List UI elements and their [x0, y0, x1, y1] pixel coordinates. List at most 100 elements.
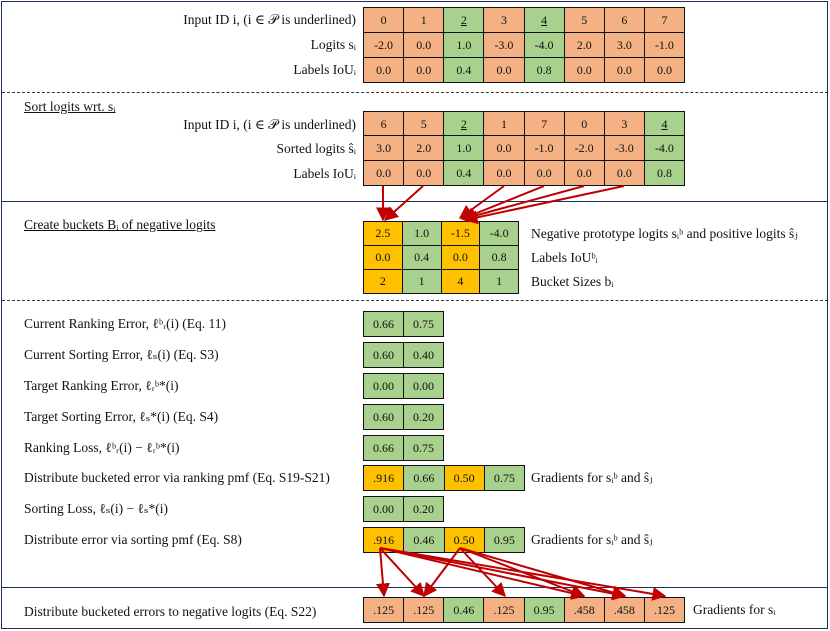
cell: 0.0: [404, 33, 445, 57]
cell-value: 0: [380, 12, 387, 27]
cell-value: .125: [373, 602, 395, 617]
cell: 0.50: [444, 466, 485, 490]
cell: 0.8: [480, 246, 519, 269]
cell: 4: [644, 112, 685, 136]
cell-value: 2: [460, 12, 467, 27]
cell-value: 0.75: [413, 316, 434, 331]
cell-value: 0.50: [453, 470, 475, 485]
cell-value: 0.0: [416, 165, 432, 180]
cell: 6: [364, 112, 405, 136]
loss-row-label: Current Sorting Error, ℓₛ(i) (Eq. S3): [24, 347, 219, 362]
cell-value: 0.0: [496, 62, 512, 77]
cell: 1.0: [444, 33, 485, 57]
loss-row-label: Current Ranking Error, ℓᵇᵣ(i) (Eq. 11): [24, 316, 227, 331]
divider: [2, 300, 828, 301]
cell-value: 3: [500, 12, 507, 27]
cell: 0.8: [644, 161, 685, 185]
cell: .125: [644, 598, 685, 622]
cell-value: 2: [460, 116, 467, 131]
cell: 5: [564, 8, 605, 32]
cell: 6: [604, 8, 645, 32]
cell-value: 3.0: [616, 37, 632, 52]
cell: 7: [644, 8, 685, 32]
cell-value: 0.0: [416, 37, 432, 52]
cell-value: 0.20: [413, 409, 434, 424]
cell-value: 4: [457, 274, 464, 288]
cell-value: 1.0: [456, 140, 472, 155]
cell: 0.0: [364, 58, 405, 82]
cell: 1: [404, 8, 445, 32]
cell: 0.95: [524, 598, 565, 622]
cell-value: 0.4: [456, 165, 472, 180]
cell-value: 1.0: [414, 226, 430, 240]
distribute-negative-label: Distribute bucketed errors to negative l…: [24, 604, 317, 619]
cell: 0.66: [404, 466, 445, 490]
buckets-heading: Create buckets Bᵢ of negative logits: [24, 217, 216, 232]
sorted-logits-label: Sorted logits ŝᵢ: [276, 141, 356, 156]
prototype-logits-label: Negative prototype logits sᵢᵇ and positi…: [531, 226, 798, 241]
cell: 0.0: [604, 161, 645, 185]
cell: -4.0: [480, 222, 519, 245]
cell: 0.66: [364, 312, 404, 336]
cell: 0.00: [364, 497, 404, 521]
cell-value: .458: [573, 602, 595, 617]
cell: 0.20: [404, 497, 444, 521]
cell: 1: [484, 112, 525, 136]
cell: 1.0: [402, 222, 442, 245]
cell: 3: [484, 8, 525, 32]
cell-value: 5: [581, 12, 588, 27]
cell-value: .125: [653, 602, 675, 617]
cell: -2.0: [364, 33, 405, 57]
cell-value: 2.0: [576, 37, 592, 52]
cell: 2.5: [364, 222, 403, 245]
bucket-sizes-label: Bucket Sizes bᵢ: [531, 274, 614, 289]
cell-value: 0.8: [656, 165, 672, 180]
cell-value: 0.0: [656, 62, 672, 77]
flow-arrow: [460, 185, 545, 221]
cell-value: .916: [373, 532, 395, 547]
loss-row-label: Target Sorting Error, ℓₛ*(i) (Eq. S4): [24, 409, 219, 424]
cell-value: -2.0: [374, 37, 394, 52]
cell: 1.0: [444, 136, 485, 160]
loss-row-values: 0.66 0.75: [363, 311, 444, 337]
cell: 3: [604, 112, 645, 136]
cell: 2: [444, 8, 485, 32]
flow-arrow: [461, 185, 585, 223]
cell: 0.50: [444, 528, 485, 552]
cell: 0.0: [404, 161, 445, 185]
cell-value: 1: [496, 274, 503, 288]
cell-value: 0.66: [373, 316, 394, 331]
divider: [2, 92, 828, 93]
cell-value: .125: [493, 602, 515, 617]
cell: -4.0: [524, 33, 565, 57]
cell-value: 0.95: [533, 602, 555, 617]
cell: 2: [444, 112, 485, 136]
logits-label: Logits sᵢ: [310, 37, 356, 52]
labels-iou-label: Labels IoUᵢ: [293, 62, 356, 77]
cell-value: 0.0: [496, 140, 512, 155]
cell-value: 0.0: [616, 62, 632, 77]
cell: 2: [364, 270, 403, 293]
sorted-labels-label: Labels IoUᵢ: [293, 166, 356, 181]
flow-arrow: [423, 547, 461, 598]
cell-value: -3.0: [614, 140, 634, 155]
cell: 0: [364, 8, 405, 32]
cell-value: 0.0: [576, 62, 592, 77]
cell: 0.75: [484, 466, 525, 490]
cell-value: 0.46: [413, 532, 435, 547]
cell: 0.0: [644, 58, 685, 82]
cell: 0.60: [364, 405, 404, 429]
flow-arrow: [379, 547, 667, 601]
cell-value: 0: [581, 116, 588, 131]
cell: .125: [364, 598, 405, 622]
cell: 0.4: [444, 161, 485, 185]
cell-value: .125: [413, 602, 435, 617]
cell: 0.0: [524, 161, 565, 185]
